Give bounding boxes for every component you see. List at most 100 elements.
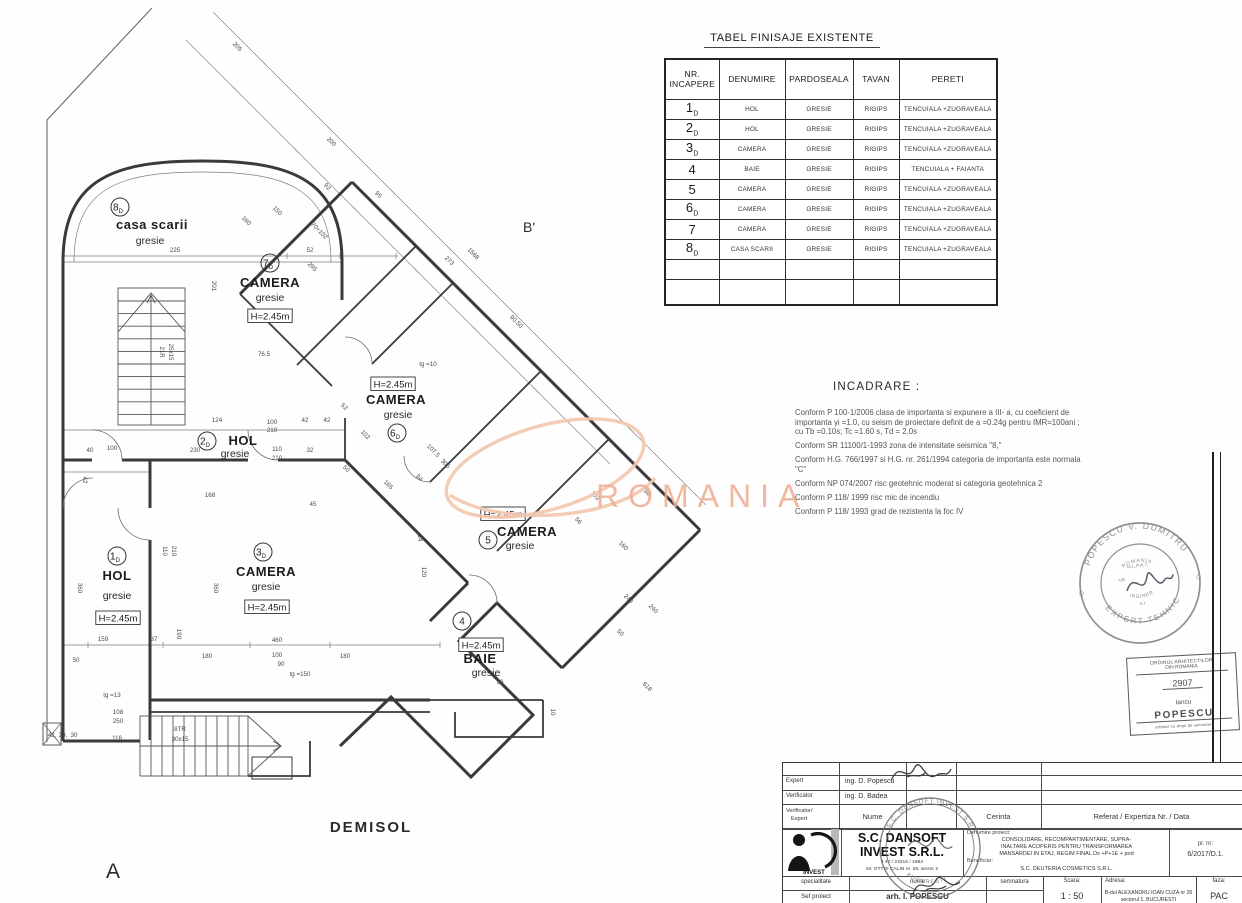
address-line1: B-dul ALEXANDRU IOAN CUZA nr 26 [1104, 890, 1193, 896]
room-number-cell: 2D [664, 118, 720, 140]
table-cell: HOL [718, 98, 786, 120]
dimension-label: 120 [420, 567, 427, 578]
header-specialitate: specialitate [800, 879, 832, 885]
table-cell: RIGIPS [852, 198, 900, 220]
room-number: 6D [390, 429, 401, 442]
room-number: 7D [263, 259, 274, 272]
dimension-label: 21R [158, 346, 165, 358]
dimension-label: 108 [113, 709, 124, 716]
table-cell: RIGIPS [852, 178, 900, 200]
sef-proiect-label: Sef proiect [800, 893, 832, 900]
column-header: PARDOSEALA [784, 58, 854, 100]
table-row [664, 278, 998, 306]
project-number-value: 6/2017/D.1. [1187, 851, 1224, 858]
header-nume-2: nume [909, 879, 925, 885]
room-number-circle [253, 542, 273, 562]
table-cell: RIGIPS [852, 158, 900, 180]
dimension-label: 240 [622, 593, 635, 606]
dimension-label: 1568 [466, 247, 481, 262]
dimension-label: 168 [205, 492, 216, 499]
dimension-label: 295 [306, 261, 319, 274]
header-scara: Scara: [1063, 878, 1081, 884]
dimension-label: 200 [325, 136, 338, 149]
room-number-circle [260, 253, 280, 273]
staircase-upper [117, 287, 186, 426]
room-material: gresie [256, 292, 285, 304]
dimension-label: 94 [414, 473, 424, 483]
header-label-line2: Expert [791, 816, 808, 822]
dimension-label: 98 [642, 488, 652, 498]
table-cell: CAMERA [718, 218, 786, 240]
incadrare-item: Conform P 118/ 1999 risc mic de incendiu [795, 492, 940, 502]
row-label-verificator: Verificator [786, 793, 813, 799]
room-height-box [370, 376, 416, 391]
table-cell [898, 258, 998, 280]
room-material: gresie [221, 448, 250, 460]
table-cell: BAIE [718, 158, 786, 180]
dimension-label: 618 [641, 681, 654, 694]
table-cell: TENCUIALA +ZUGRAVEALA [898, 138, 998, 160]
incadrare-item: Conform P 100-1/2006 clasa de importanta… [795, 408, 1080, 436]
project-line2: INALTARE ACOPERIS PENTRU TRANSFORMAREA [1000, 844, 1133, 850]
door-swings [62, 336, 498, 604]
dimension-label: 160 [240, 215, 253, 228]
table-cell: TENCUIALA +ZUGRAVEALA [898, 118, 998, 140]
sef-signature-field [912, 876, 961, 895]
header-nume: Nume [862, 812, 883, 821]
walls-partitions [150, 246, 609, 780]
room-number-circle [387, 423, 407, 443]
dimension-label: 8TR [174, 726, 186, 733]
room-number: 3D [256, 548, 267, 561]
column-header: PERETI [898, 58, 998, 100]
company-reg: J 40 / 23315 / 1994 [881, 860, 923, 865]
dimension-label: 90 [278, 661, 285, 668]
table-cell [852, 278, 900, 306]
table-cell [718, 278, 786, 306]
expert-round-stamp: POPESCU V. DUMITRU EXPERT TEHNIC ROMANIA… [1077, 514, 1202, 644]
dimension-label: tg =150 [290, 671, 311, 678]
dimension-label: 180 [202, 653, 213, 660]
project-label: Denumire proiect: [967, 830, 1011, 836]
room-height: H=2.45m [248, 603, 287, 614]
dimension-label: 110 [272, 446, 282, 453]
dimension-label: 100 [272, 652, 283, 659]
expert-name: ing. D. Popescu [845, 777, 895, 785]
dimension-label: 360 [76, 583, 83, 594]
dimension-label: 50 [497, 679, 504, 686]
table-cell [718, 258, 786, 280]
architect-stamp: ORDINUL ARHITECTILOR DIN ROMANIA 2907 Ia… [1126, 652, 1240, 736]
dimension-label: 14 [416, 535, 423, 542]
room-height: H=2.45m [484, 510, 523, 521]
table-cell: TENCUIALA +ZUGRAVEALA [898, 98, 998, 120]
dimension-label: 102 [359, 429, 372, 442]
incadrare-title: INCADRARE : [833, 381, 921, 393]
dimension-label: 30x15 [172, 736, 189, 743]
dimension-label: 250 [113, 718, 124, 725]
company-stamp-name: S.C. DANSOFT INVEST S.R.L. [885, 793, 981, 838]
scale-value: 1 : 50 [1060, 891, 1084, 901]
project-line1: CONSOLIDARE, RECOMPARTIMENTARE, SUPRA- [1001, 837, 1132, 843]
room-number: 4 [459, 617, 465, 628]
dimension-label: 20, [59, 732, 68, 739]
incadrare-item: Conform P 118/ 1993 grad de rezistenta l… [795, 506, 964, 516]
dimension-label: 30 [71, 732, 78, 739]
dimension-label: 42 [81, 477, 88, 484]
room-number-circle [110, 197, 130, 217]
dimension-label: 50 [615, 628, 625, 638]
dimension-label: 32 [307, 447, 314, 454]
table-cell: GRESIE [784, 218, 854, 240]
dimension-label: 225 [170, 247, 181, 254]
room-number-cell: 4 [664, 158, 720, 180]
dimension-label: 180 [340, 653, 351, 660]
table-cell: TENCUIALA +ZUGRAVEALA [898, 198, 998, 220]
section-marker-b-prime: B' [523, 219, 536, 235]
room-number-cell: 5 [664, 178, 720, 200]
sheet-border-outer [1212, 452, 1215, 903]
expert-stamp-mlpat: M.L.P.A.T. [1127, 562, 1149, 571]
